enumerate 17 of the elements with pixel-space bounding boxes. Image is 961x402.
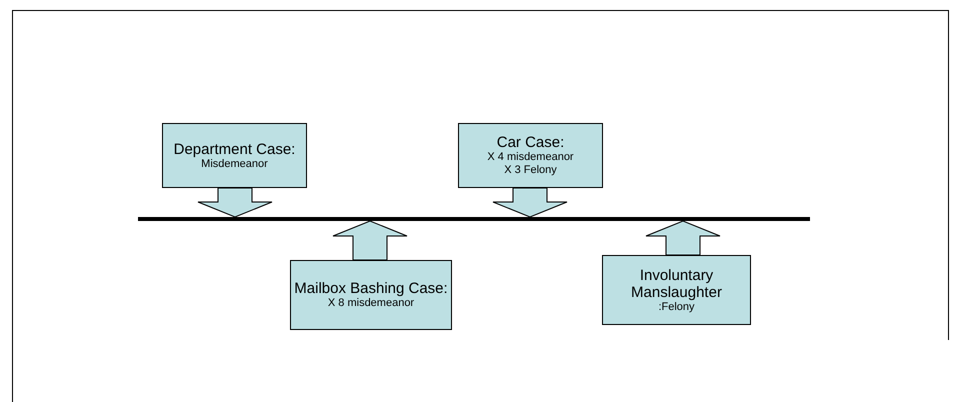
block-arrow (198, 188, 272, 218)
case-title: Involuntary Manslaughter (630, 266, 723, 300)
case-charge: X 8 misdemeanor (328, 297, 414, 310)
block-arrow (492, 188, 568, 218)
block-arrow (646, 220, 720, 256)
callout-box (162, 123, 307, 188)
block-arrow (332, 220, 408, 260)
case-charge: Misdemeanor (201, 158, 268, 170)
case-title: Car Case: (496, 134, 564, 151)
callout-box (290, 260, 452, 330)
case-title: Mailbox Bashing Case: (294, 280, 448, 297)
callout-box (602, 255, 751, 325)
case-charge: X 3 Felony (504, 164, 557, 177)
case-charge: :Felony (658, 300, 695, 314)
case-charge: X 4 misdemeanor (487, 151, 574, 164)
callout-box (458, 123, 603, 188)
case-title: Department Case: (174, 140, 296, 158)
